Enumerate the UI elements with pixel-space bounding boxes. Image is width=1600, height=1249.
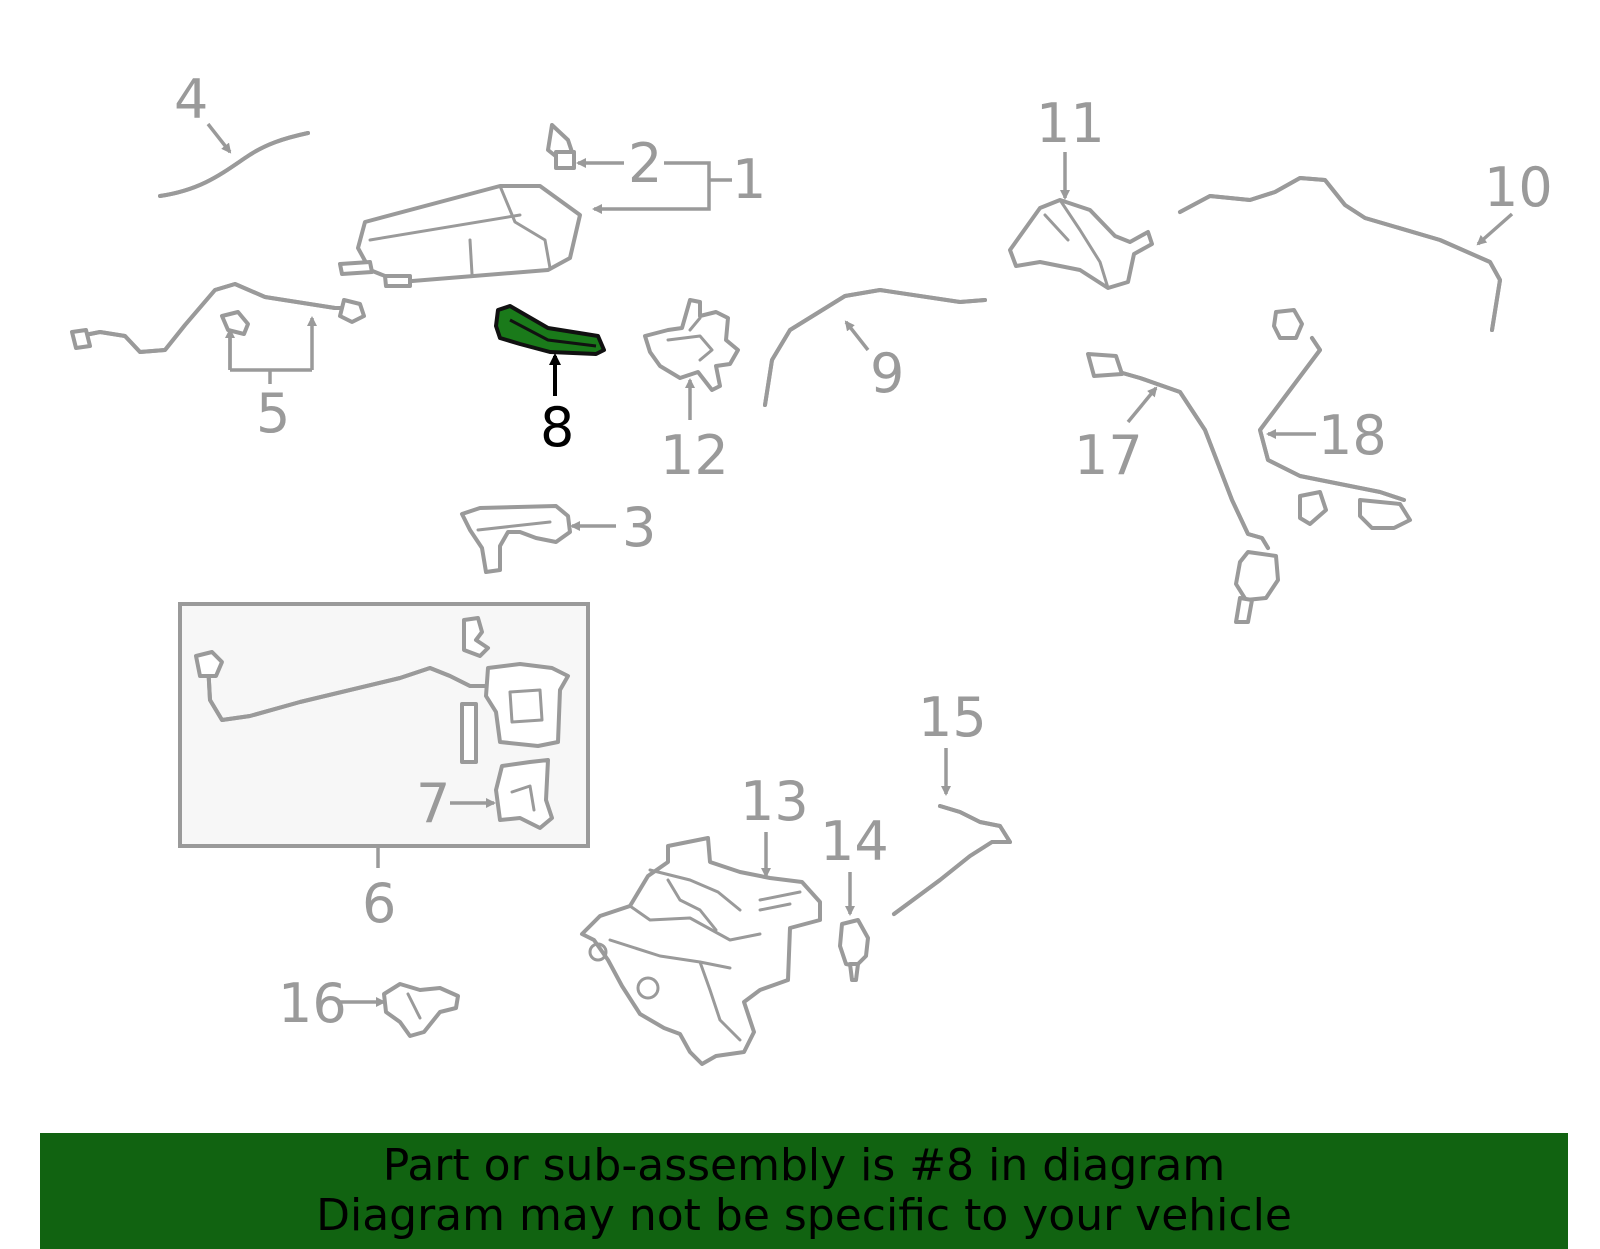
part-18-sensor[interactable] (1258, 308, 1412, 530)
callout-16: 16 (278, 972, 347, 1035)
part-13-pump[interactable] (580, 836, 822, 1066)
callout-14: 14 (820, 810, 889, 873)
callout-11: 11 (1036, 92, 1105, 155)
part-8-bracket-highlighted[interactable] (494, 304, 606, 356)
part-16-sensor[interactable] (382, 982, 460, 1038)
part-12-bracket[interactable] (643, 298, 740, 392)
callout-2: 2 (628, 132, 662, 195)
part-1-canister[interactable] (338, 184, 582, 288)
callout-7: 7 (416, 772, 450, 835)
callout-17: 17 (1074, 424, 1143, 487)
part-9-hose[interactable] (763, 288, 987, 407)
banner-line-1: Part or sub-assembly is #8 in diagram (382, 1140, 1226, 1191)
banner-line-2: Diagram may not be specific to your vehi… (316, 1190, 1292, 1241)
part-10-hose[interactable] (1178, 176, 1502, 332)
callout-9: 9 (870, 342, 904, 405)
callout-4: 4 (174, 68, 208, 131)
part-11-valve[interactable] (1008, 198, 1154, 290)
callout-6: 6 (362, 872, 396, 935)
callout-5: 5 (256, 382, 290, 445)
part-6-assembly[interactable] (194, 616, 570, 764)
leader-10 (1476, 212, 1514, 246)
leader-17 (1126, 386, 1158, 424)
part-15-hose[interactable] (892, 804, 1012, 916)
callout-8: 8 (540, 396, 574, 459)
callout-13: 13 (740, 770, 809, 833)
callout-12: 12 (660, 424, 729, 487)
leader-1-bracket (592, 161, 711, 214)
part-5-tube[interactable] (70, 282, 366, 354)
part-4-hose[interactable] (158, 131, 310, 198)
info-banner: Part or sub-assembly is #8 in diagram Di… (40, 1133, 1568, 1249)
callout-10: 10 (1484, 156, 1553, 219)
part-2-clip[interactable] (546, 123, 576, 170)
callout-18: 18 (1318, 404, 1387, 467)
part-17-sensor[interactable] (1086, 352, 1280, 624)
part-3-bracket[interactable] (460, 504, 572, 574)
callout-1: 1 (732, 148, 766, 211)
part-14-plug[interactable] (838, 918, 870, 982)
leader-9 (844, 320, 870, 352)
leader-4 (206, 122, 232, 154)
callout-15: 15 (918, 686, 987, 749)
part-7-bracket[interactable] (494, 758, 554, 830)
callout-3: 3 (622, 496, 656, 559)
